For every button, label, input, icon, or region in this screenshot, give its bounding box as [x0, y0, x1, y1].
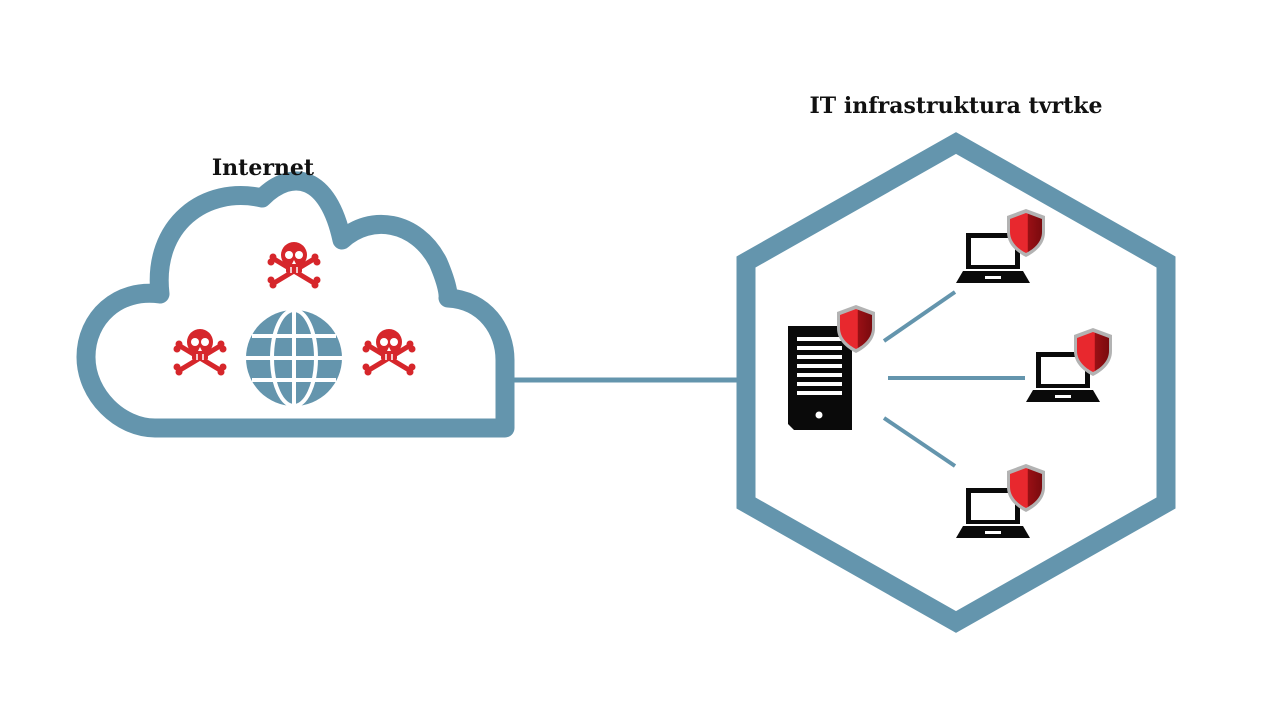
company-infrastructure-label: IT infrastruktura tvrtke: [810, 93, 1103, 119]
lan-link: [882, 416, 957, 468]
server-icon: [788, 326, 852, 430]
internet-label: Internet: [212, 155, 315, 181]
globe-icon: [246, 308, 342, 408]
company-network-hexagon: [736, 132, 1176, 633]
lan-link: [882, 290, 957, 343]
